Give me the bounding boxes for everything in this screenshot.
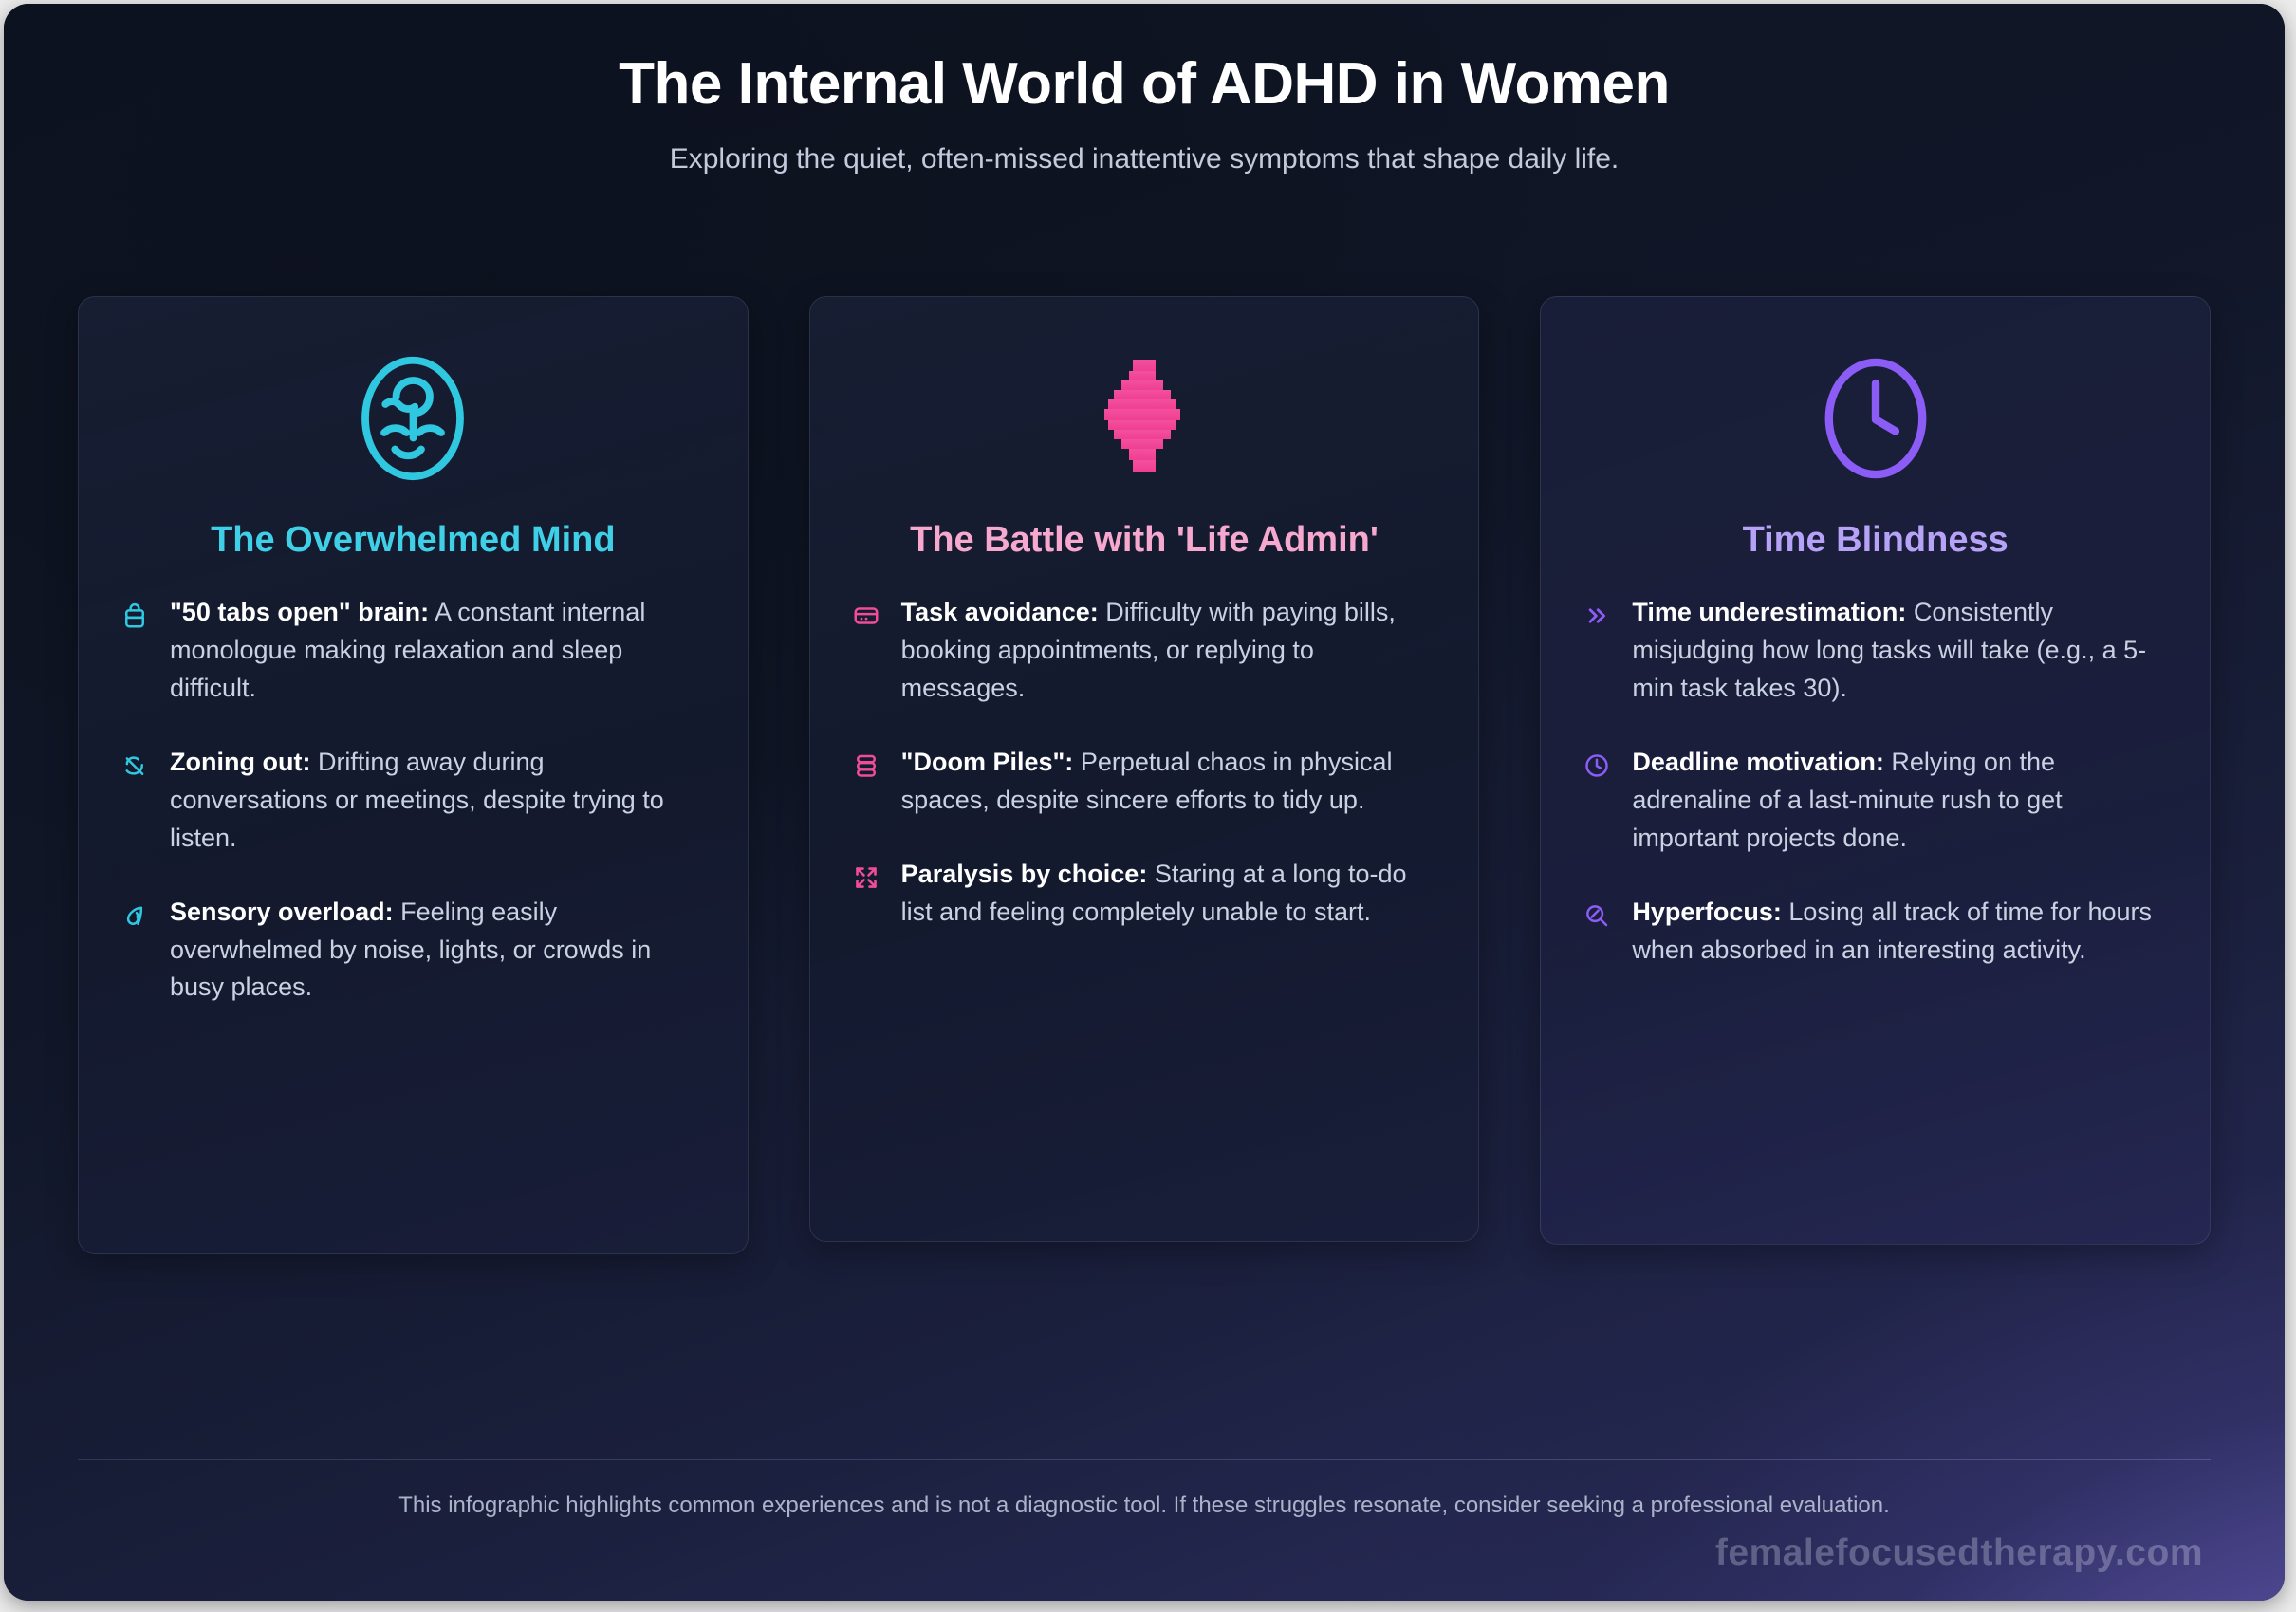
list-item-text: Paralysis by choice: Staring at a long t… <box>901 856 1439 932</box>
list-item-desc: Drifting away during conversations or me… <box>170 747 664 852</box>
list-item: "50 tabs open" brain: A constant interna… <box>119 594 708 708</box>
paper-pile-icon <box>850 352 1439 485</box>
list-item-desc: Staring at a long to-do list and feeling… <box>900 859 1407 926</box>
list-item-text: Task avoidance: Difficulty with paying b… <box>901 594 1439 708</box>
layers-bag-icon <box>119 600 151 632</box>
list-item: Task avoidance: Difficulty with paying b… <box>850 594 1439 708</box>
list-item-text: Zoning out: Drifting away during convers… <box>170 744 708 858</box>
list-item-text: "50 tabs open" brain: A constant interna… <box>170 594 708 708</box>
card-items: Task avoidance: Difficulty with paying b… <box>850 594 1439 932</box>
clock-small-icon <box>1581 750 1613 782</box>
list-item-term: Zoning out: <box>170 747 311 776</box>
card-overwhelmed-mind: The Overwhelmed Mind "50 tabs open" brai… <box>78 296 749 1254</box>
ear-soundwave-icon <box>119 899 151 932</box>
list-item-desc: Perpetual chaos in physical spaces, desp… <box>900 747 1393 814</box>
footer-divider <box>78 1459 2211 1460</box>
list-item-term: Sensory overload: <box>170 897 394 926</box>
expand-arrows-icon <box>850 862 882 894</box>
list-item-text: Deadline motivation: Relying on the adre… <box>1632 744 2170 858</box>
card-items: "50 tabs open" brain: A constant interna… <box>119 594 708 1008</box>
list-item-desc: Relying on the adrenaline of a last-minu… <box>1632 747 2063 852</box>
list-item-term: Time underestimation: <box>1632 597 1907 626</box>
list-item-desc: A constant internal monologue making rel… <box>170 597 646 702</box>
list-item-text: Sensory overload: Feeling easily overwhe… <box>170 894 708 1008</box>
stacked-layers-icon <box>850 750 882 782</box>
card-title: The Overwhelmed Mind <box>211 520 616 560</box>
card-time-blindness: Time Blindness Time underestimation: Con… <box>1540 296 2212 1245</box>
infographic-page: The Internal World of ADHD in Women Expl… <box>4 4 2285 1601</box>
list-item-text: Hyperfocus: Losing all track of time for… <box>1632 894 2170 970</box>
list-item: Time underestimation: Consistently misju… <box>1581 594 2170 708</box>
cards-row: The Overwhelmed Mind "50 tabs open" brai… <box>78 296 2212 1254</box>
list-item-text: "Doom Piles": Perpetual chaos in physica… <box>901 744 1439 820</box>
search-slash-icon <box>1581 899 1613 932</box>
card-items: Time underestimation: Consistently misju… <box>1581 594 2170 970</box>
page-title: The Internal World of ADHD in Women <box>619 51 1670 117</box>
list-item-desc: Losing all track of time for hours when … <box>1632 897 2153 964</box>
list-item: "Doom Piles": Perpetual chaos in physica… <box>850 744 1439 820</box>
footer-disclaimer: This infographic highlights common exper… <box>398 1492 1890 1518</box>
list-item: Paralysis by choice: Staring at a long t… <box>850 856 1439 932</box>
credit-card-icon <box>850 600 882 632</box>
list-item: Hyperfocus: Losing all track of time for… <box>1581 894 2170 970</box>
list-item-term: Deadline motivation: <box>1632 747 1884 776</box>
list-item-term: Hyperfocus: <box>1632 897 1782 926</box>
card-title: Time Blindness <box>1742 520 2009 560</box>
header: The Internal World of ADHD in Women Expl… <box>4 51 2285 176</box>
slash-circle-icon <box>119 750 151 782</box>
double-chevron-right-icon <box>1581 600 1613 632</box>
brain-head-icon <box>119 352 708 485</box>
page-subtitle: Exploring the quiet, often-missed inatte… <box>669 142 1620 175</box>
card-title: The Battle with 'Life Admin' <box>910 520 1379 560</box>
list-item-desc: Difficulty with paying bills, booking ap… <box>900 597 1396 702</box>
list-item: Zoning out: Drifting away during convers… <box>119 744 708 858</box>
clock-icon <box>1581 352 2170 485</box>
card-life-admin: The Battle with 'Life Admin' <box>808 296 1480 1242</box>
list-item: Deadline motivation: Relying on the adre… <box>1581 744 2170 858</box>
list-item-term: "50 tabs open" brain: <box>170 597 430 626</box>
list-item-term: Task avoidance: <box>900 597 1099 626</box>
list-item-desc: Consistently misjudging how long tasks w… <box>1632 597 2147 702</box>
list-item-desc: Feeling easily overwhelmed by noise, lig… <box>170 897 652 1002</box>
list-item: Sensory overload: Feeling easily overwhe… <box>119 894 708 1008</box>
watermark: femalefocusedtherapy.com <box>1714 1532 2203 1573</box>
list-item-term: "Doom Piles": <box>900 747 1074 776</box>
list-item-term: Paralysis by choice: <box>900 859 1148 888</box>
list-item-text: Time underestimation: Consistently misju… <box>1632 594 2170 708</box>
